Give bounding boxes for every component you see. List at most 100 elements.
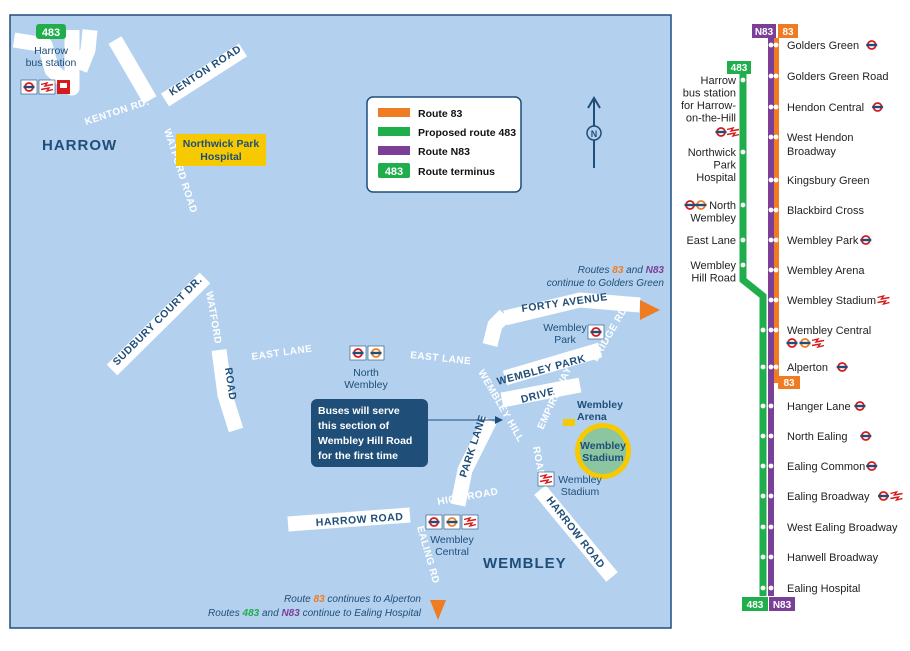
- callout-box: Buses will serve this section of Wembley…: [311, 399, 503, 467]
- stop-dot: [760, 327, 766, 333]
- stop-name: Kingsbury Green: [787, 175, 870, 187]
- stop-dot: [768, 364, 774, 370]
- terminus-badge: [36, 24, 66, 39]
- right-stop: Hanger Lane: [760, 401, 867, 413]
- stop-name: Park: [713, 160, 736, 172]
- wembley-arena-label-1: Wembley: [577, 399, 623, 411]
- stop-name-line-2: Broadway: [787, 146, 836, 158]
- stop-dot: [768, 177, 774, 183]
- legend: Route 83 Proposed route 483 Route N83 48…: [366, 96, 522, 193]
- stop-dot: [768, 585, 774, 591]
- wembley-central-label-2: Central: [435, 546, 469, 558]
- wembley-stadium-label-2: Stadium: [561, 486, 600, 498]
- diagram-line-N83: [768, 38, 774, 596]
- stop-dot: [768, 433, 774, 439]
- stop-name: Ealing Hospital: [787, 583, 860, 595]
- diagram-badge-483-top: [727, 61, 751, 74]
- right-stop: Wembley Arena: [768, 265, 865, 277]
- right-stop: Ealing Hospital: [760, 583, 860, 595]
- stop-name: Wembley: [690, 260, 736, 272]
- stop-name: Hendon Central: [787, 102, 864, 114]
- stop-dot: [773, 237, 779, 243]
- header-badge-83: [778, 24, 798, 38]
- wembley-central-label-1: Wembley: [430, 534, 474, 546]
- stop-dot: [760, 403, 766, 409]
- rail-icon: [811, 338, 825, 348]
- stop-dot: [768, 327, 774, 333]
- footer-badge-N83: [769, 597, 795, 611]
- stop-dot: [768, 554, 774, 560]
- note-bottom-line-2: Routes 483 and N83 continue to Ealing Ho…: [208, 608, 422, 619]
- legend-label-83: Route 83: [418, 108, 463, 120]
- wembley-park-station: Wembley Park: [543, 322, 605, 346]
- legend-terminus-badge-text: 483: [385, 166, 403, 178]
- callout-line-3: Wembley Hill Road: [318, 435, 412, 447]
- northwick-park-hospital: Northwick Park Hospital: [176, 134, 266, 166]
- stop-name: Ealing Common: [787, 461, 865, 473]
- stop-dot: [740, 237, 746, 243]
- stop-dot: [740, 77, 746, 83]
- tube-icon: [865, 461, 879, 471]
- header-badge-N83-text: N83: [755, 27, 774, 38]
- footer-badge-N83-text: N83: [773, 600, 792, 611]
- wembley-park-label-2: Park: [554, 334, 576, 346]
- right-stop: Golders Green: [768, 40, 879, 52]
- tube-icon: [714, 127, 728, 137]
- stop-name: Golders Green: [787, 40, 859, 52]
- stop-name: North Ealing: [787, 431, 848, 443]
- diagram-line-483: [739, 73, 767, 596]
- place-wembley: WEMBLEY: [483, 555, 567, 572]
- stop-name: for Harrow-: [681, 100, 736, 112]
- tube-icon: [871, 102, 884, 112]
- right-stop: North Ealing: [760, 431, 873, 443]
- stop-dot: [773, 267, 779, 273]
- stop-dot: [768, 463, 774, 469]
- overground-icon: [798, 338, 812, 348]
- wembley-park-label-1: Wembley: [543, 322, 587, 334]
- stop-name: on-the-Hill: [686, 113, 736, 125]
- header-badge-N83: [752, 24, 776, 38]
- stop-name: Wembley Stadium: [787, 295, 876, 307]
- right-stop: Wembley Stadium: [768, 295, 891, 307]
- stop-dot: [768, 73, 774, 79]
- stop-name: West Ealing Broadway: [787, 522, 898, 534]
- right-stop: Alperton: [760, 362, 849, 374]
- right-stop: Kingsbury Green: [768, 175, 870, 187]
- stop-dot: [768, 403, 774, 409]
- right-stop: Golders Green Road: [768, 71, 889, 83]
- northwick-label-1: Northwick Park: [183, 138, 260, 150]
- wembley-arena: Wembley Arena: [563, 399, 623, 426]
- terminus-badge-text: 483: [42, 27, 60, 39]
- footer-badge-483: [742, 597, 768, 611]
- north-wembley-label-2: Wembley: [344, 379, 388, 391]
- stop-dot: [760, 554, 766, 560]
- right-stop: Hendon Central: [768, 102, 884, 114]
- stop-dot: [773, 327, 779, 333]
- legend-swatch-83: [378, 108, 410, 117]
- stop-name: North: [709, 200, 736, 212]
- stop-dot: [773, 297, 779, 303]
- stop-name: Wembley Central: [787, 325, 871, 337]
- callout-line-4: for the first time: [318, 450, 398, 462]
- north-label: N: [591, 129, 598, 139]
- stop-dot: [768, 104, 774, 110]
- rail-icon: [876, 295, 891, 305]
- tube-icon: [859, 431, 873, 441]
- stop-name: bus station: [683, 88, 736, 100]
- legend-label-N83: Route N83: [418, 146, 470, 158]
- stop-dot: [773, 177, 779, 183]
- wembley-stadium-station: Wembley Stadium: [537, 471, 603, 498]
- stop-dot: [773, 134, 779, 140]
- note-top-line-2: continue to Golders Green: [547, 278, 665, 289]
- stop-dot: [760, 524, 766, 530]
- diagram-badge-83-mid: [778, 376, 800, 389]
- wembley-arena-label-2: Arena: [577, 411, 607, 423]
- stadium-label-1: Wembley: [580, 440, 626, 452]
- stop-dot: [760, 463, 766, 469]
- right-stop: West Ealing Broadway: [760, 522, 898, 534]
